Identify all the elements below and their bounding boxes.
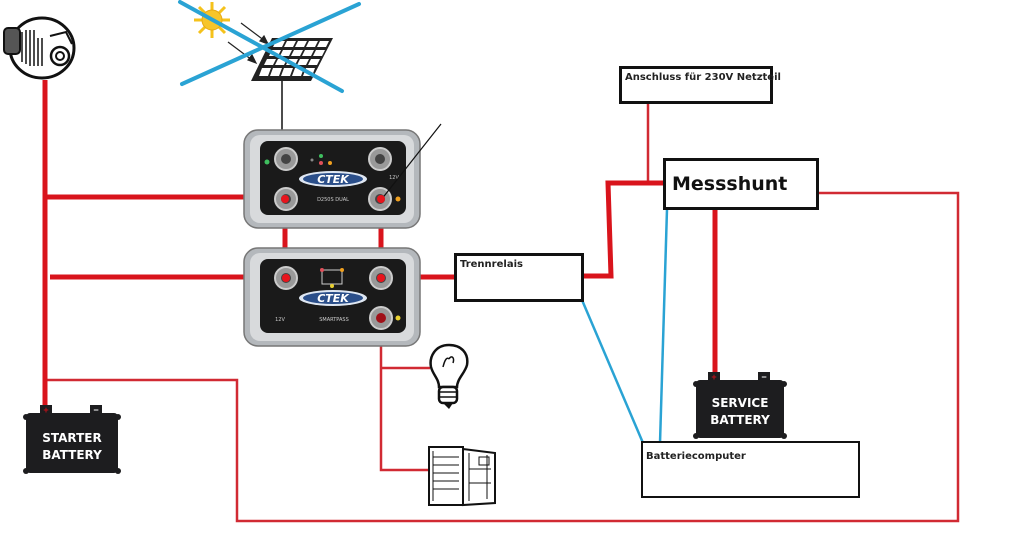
d250s-brand: CTEK — [317, 173, 350, 186]
d250s-voltage: 12V — [389, 175, 399, 181]
solar-panel-group — [178, 0, 361, 160]
service-plus-label: + — [711, 372, 716, 382]
shunt-to-computer-wire — [658, 208, 669, 444]
light-bulb-icon — [429, 343, 469, 409]
starter-battery-line1: STARTER — [42, 431, 102, 445]
messshunt-label: Messshunt — [672, 173, 788, 195]
ground-return-wire — [47, 191, 960, 523]
service-battery-line1: SERVICE — [712, 396, 769, 410]
service-battery: + − SERVICE BATTERY — [693, 372, 787, 439]
netzteil-box: Anschluss für 230V Netzteil — [619, 66, 781, 104]
signal-wires — [580, 208, 669, 444]
batteriecomputer-label: Batteriecomputer — [646, 451, 746, 462]
relay-to-shunt-wire — [582, 180, 665, 279]
starter-plus-label: + — [43, 405, 48, 415]
cross-out-icon — [178, 0, 361, 93]
trennrelais-label: Trennrelais — [460, 259, 523, 270]
smartpass-voltage: 12V — [275, 317, 285, 323]
starter-minus-label: − — [93, 405, 98, 415]
batteriecomputer-box: Batteriecomputer — [641, 441, 860, 498]
starter-battery: + − STARTER BATTERY — [23, 405, 121, 474]
service-minus-label: − — [761, 372, 766, 382]
thin-wires — [47, 103, 960, 523]
messshunt-box: Messshunt — [663, 158, 819, 210]
smartpass-brand: CTEK — [317, 292, 350, 305]
fridge-icon — [428, 446, 496, 507]
ctek-smartpass-device: CTEK SMARTPASS 12V — [243, 247, 421, 347]
solar-panel-icon — [251, 38, 333, 160]
ctek-d250s-device: CTEK D250S DUAL 12V — [243, 129, 421, 229]
sun-ray-arrows — [227, 22, 270, 65]
starter-battery-line2: BATTERY — [42, 448, 102, 462]
relay-to-computer-wire — [580, 299, 645, 444]
trennrelais-box: Trennrelais — [454, 253, 584, 302]
alternator-icon — [3, 16, 76, 80]
d250s-model: D250S DUAL — [317, 197, 349, 203]
wire-terminals — [281, 195, 385, 282]
netzteil-label: Anschluss für 230V Netzteil — [625, 72, 781, 83]
annotation-pointer — [380, 123, 442, 201]
smartpass-model: SMARTPASS — [319, 317, 349, 323]
service-battery-line2: BATTERY — [710, 413, 770, 427]
